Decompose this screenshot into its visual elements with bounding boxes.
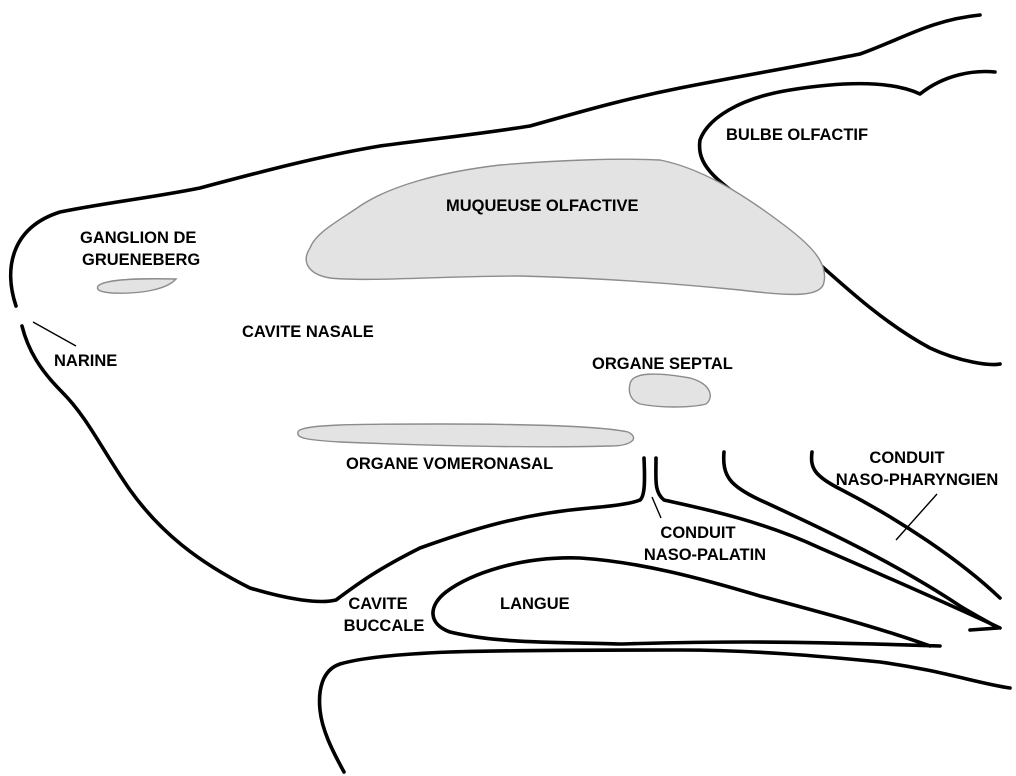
label-organe-vomeronasal: ORGANE VOMERONASAL: [346, 455, 553, 473]
label-ganglion-line2: GRUENEBERG: [82, 251, 200, 269]
label-bulbe-olfactif: BULBE OLFACTIF: [726, 126, 868, 144]
label-conduit-naso-pharyngien-line1: CONDUIT: [869, 449, 944, 467]
label-cavite-nasale: CAVITE NASALE: [242, 323, 374, 341]
label-langue: LANGUE: [500, 595, 570, 613]
label-muqueuse-olfactive: MUQUEUSE OLFACTIVE: [446, 197, 639, 215]
label-organe-septal: ORGANE SEPTAL: [592, 355, 733, 373]
narine-leader-line: [33, 322, 76, 346]
label-cavite-buccale-line2: BUCCALE: [344, 617, 425, 635]
septal-organ-region: [629, 374, 710, 407]
lower-jaw-outline: [320, 650, 1010, 772]
vomeronasal-organ-region: [298, 424, 634, 447]
label-ganglion-line1: GANGLION DE: [80, 229, 196, 247]
naso-palatine-duct-left-wall: [640, 458, 645, 500]
label-cavite-buccale-line1: CAVITE: [348, 595, 407, 613]
grueneberg-ganglion-region: [98, 279, 176, 293]
label-narine: NARINE: [54, 352, 117, 370]
label-conduit-naso-palatin-line1: CONDUIT: [660, 524, 735, 542]
olfactory-mucosa-region: [306, 159, 824, 294]
label-conduit-naso-palatin-line2: NASO-PALATIN: [644, 546, 766, 564]
label-conduit-naso-pharyngien-line2: NASO-PHARYNGIEN: [836, 471, 999, 489]
naso-palatine-leader-line: [652, 497, 661, 518]
